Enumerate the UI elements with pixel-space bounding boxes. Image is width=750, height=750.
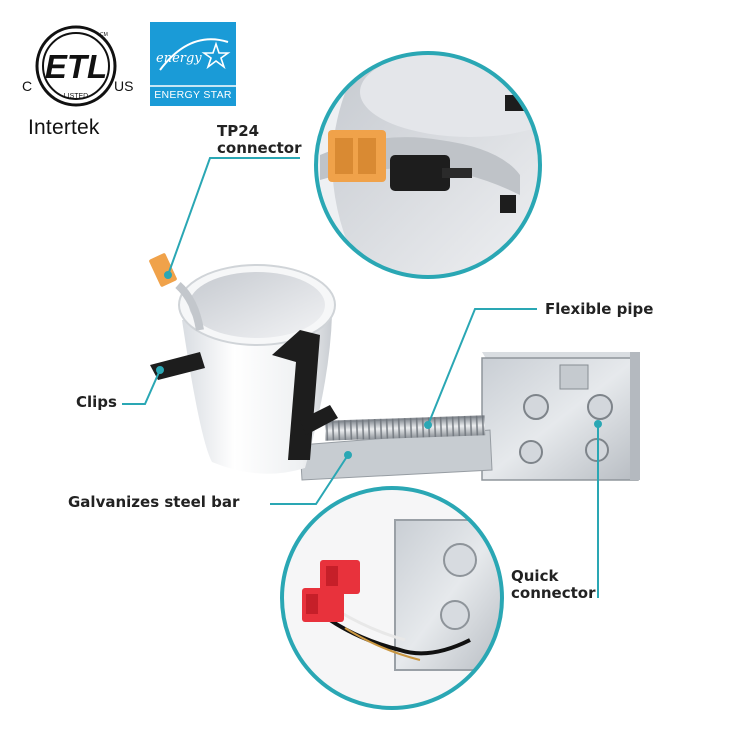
recessed-can <box>149 253 338 474</box>
etl-right-mark: US <box>114 78 133 94</box>
flexible-pipe-leader <box>427 308 537 426</box>
callout-quick-connector: Quick connector <box>511 567 596 602</box>
tp24-detail-circle <box>314 51 542 279</box>
etl-listed-logo: ETL LISTED CM C US <box>22 25 133 107</box>
intertek-org-name: Intertek <box>28 116 100 139</box>
callout-flexible-pipe: Flexible pipe <box>545 300 654 318</box>
callout-galvanized-steel-bar: Galvanizes steel bar <box>68 493 240 511</box>
callout-clips: Clips <box>76 393 117 411</box>
quick-connector-detail-circle <box>280 486 504 710</box>
etl-tiny-mark: CM <box>100 32 108 38</box>
callout-tp24-connector: TP24 connector <box>217 122 302 157</box>
energy-star-logo <box>150 22 236 106</box>
callout-lines <box>122 157 602 598</box>
energy-star-name: ENERGY STAR <box>154 89 232 101</box>
junction-box <box>481 352 640 481</box>
tp24-leader <box>167 157 300 276</box>
etl-left-mark: C <box>22 78 32 94</box>
energy-star-script: energy <box>156 51 202 66</box>
etl-letters: ETL <box>45 48 107 85</box>
flexible-pipe <box>324 415 486 441</box>
clips-leader <box>122 369 161 405</box>
etl-sub-mark: LISTED <box>64 93 89 100</box>
energy-star-arc-icon <box>150 38 236 87</box>
steel-bar-leader <box>270 454 349 505</box>
